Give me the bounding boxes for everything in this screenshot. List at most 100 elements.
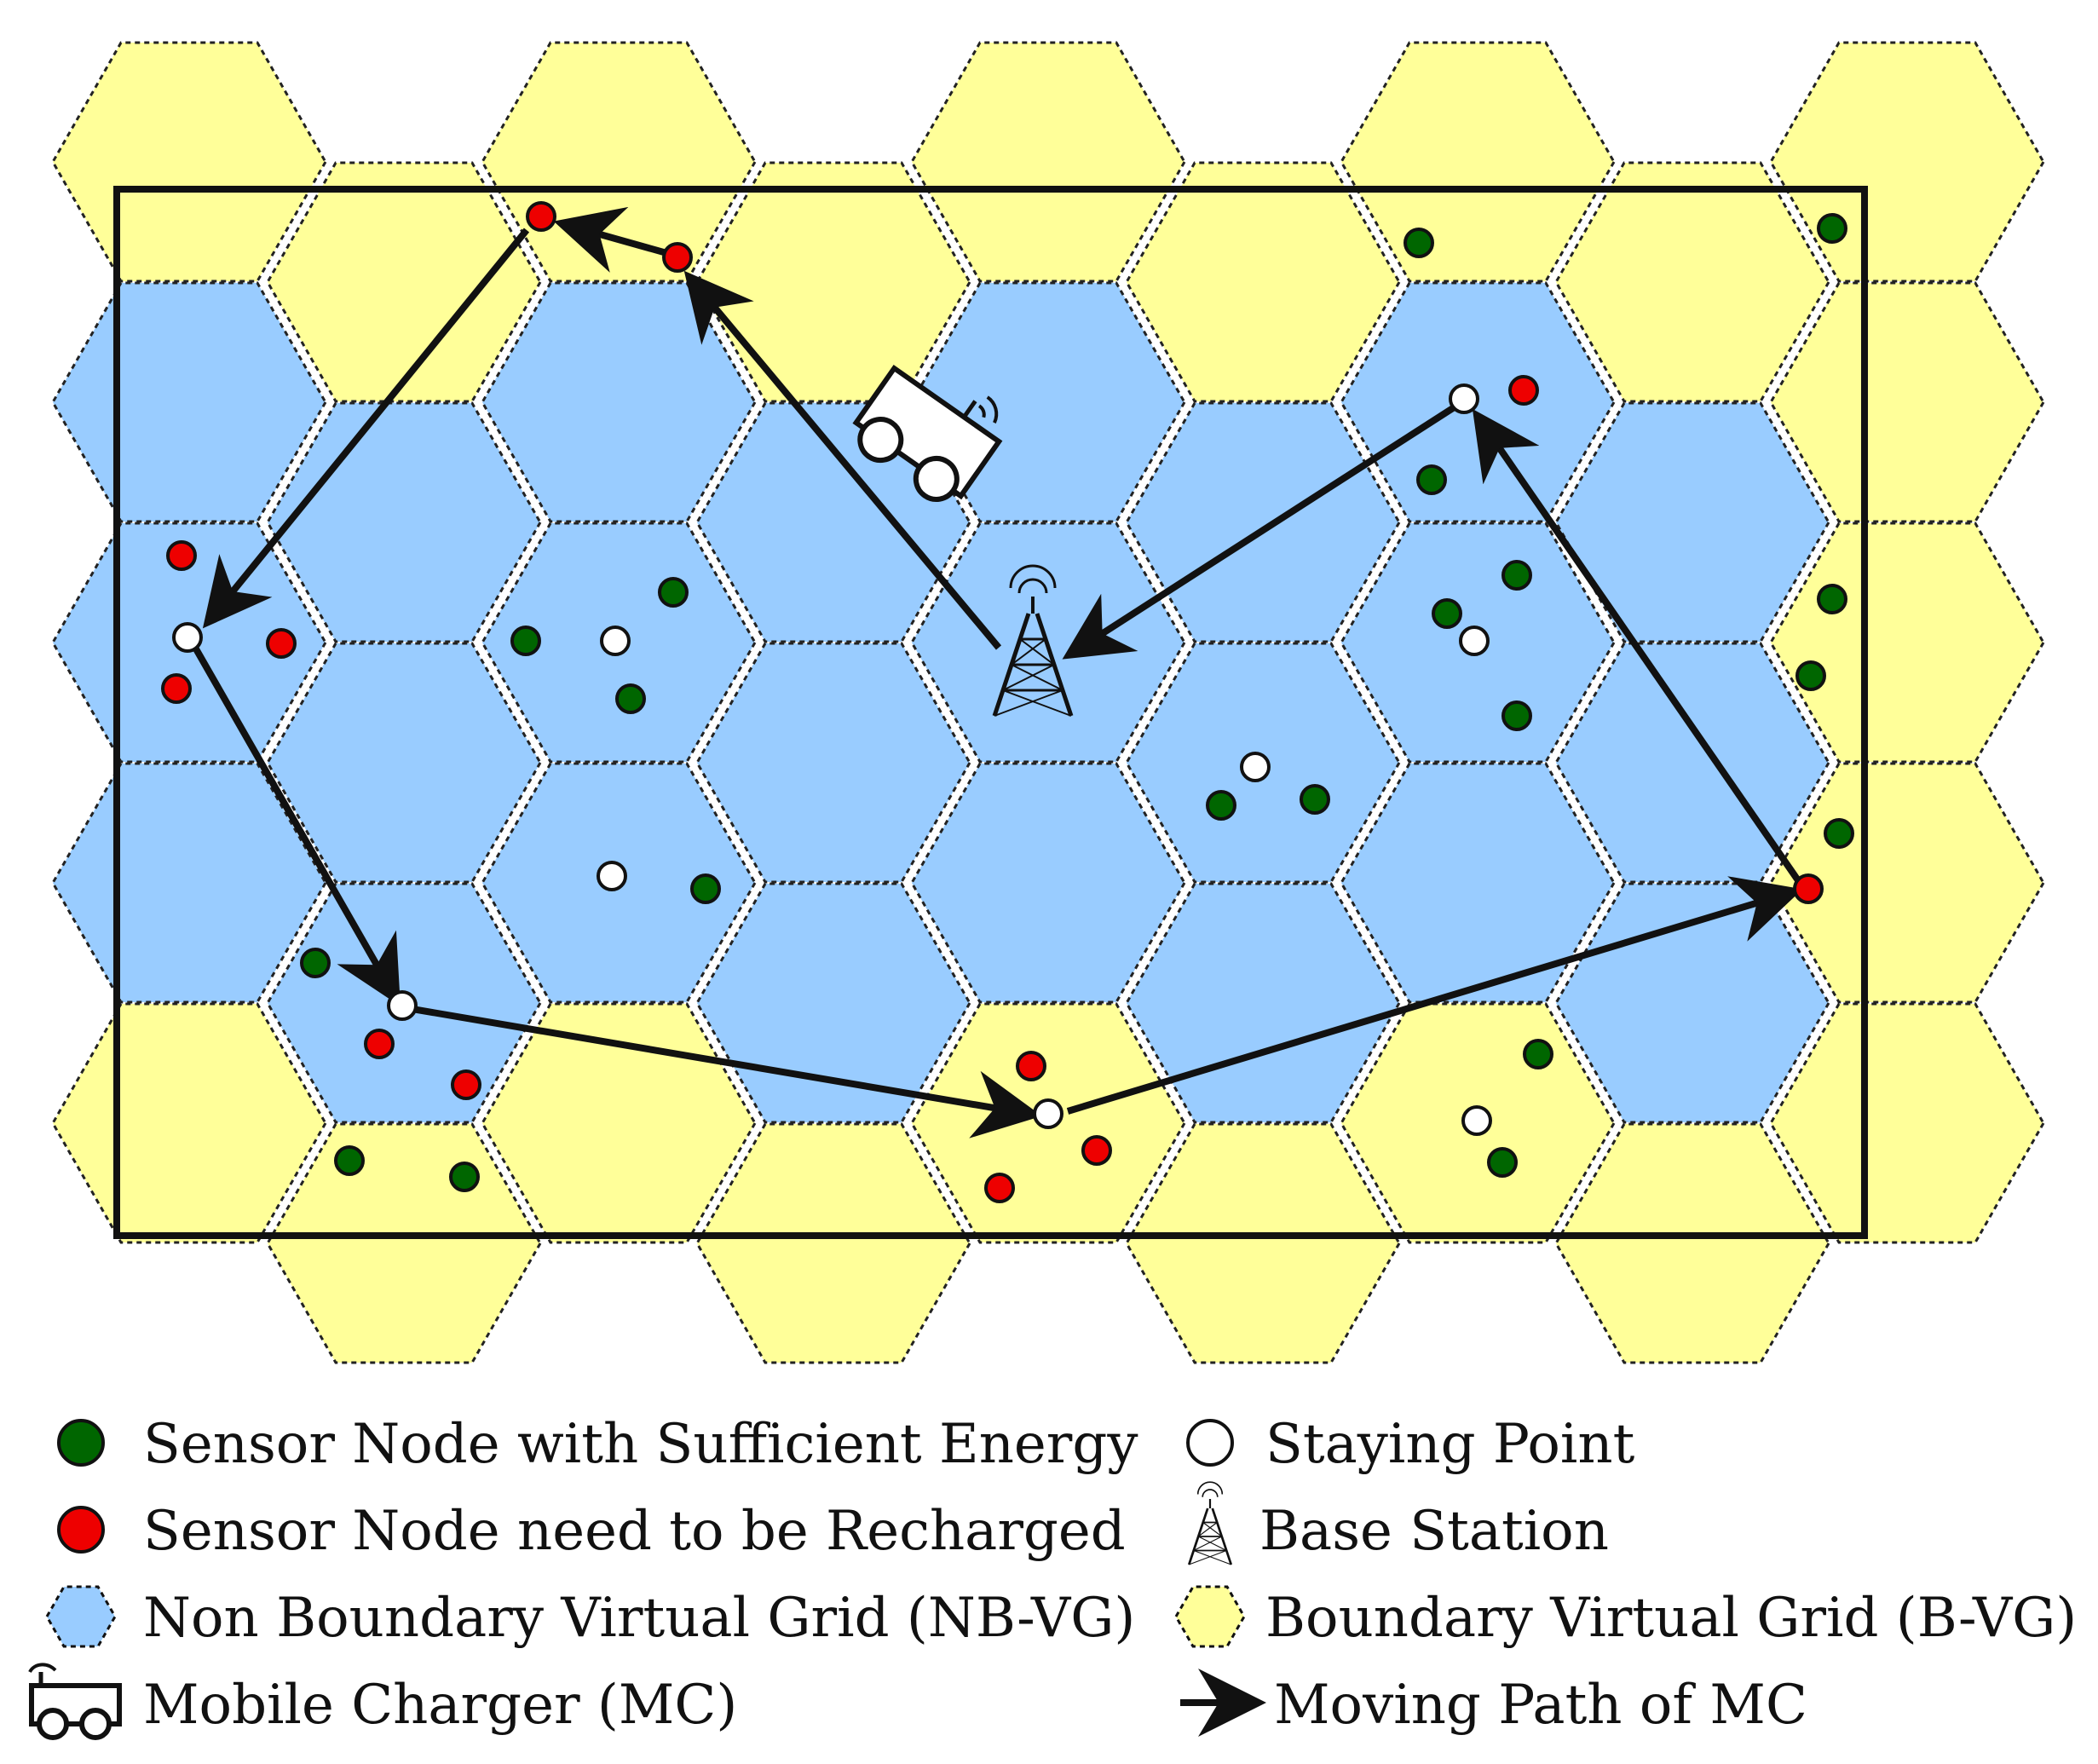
sufficient-energy-node xyxy=(1206,790,1236,821)
sensor-nodes xyxy=(161,201,1854,1203)
boundary-virtual-grid-cell xyxy=(481,41,757,283)
sufficient-energy-node xyxy=(1487,1147,1518,1178)
non-boundary-virtual-grid-cell xyxy=(1554,401,1830,643)
boundary-virtual-grid-cell xyxy=(1769,522,2045,764)
legend: Sensor Node with Sufficient Energy Senso… xyxy=(28,1413,2077,1740)
sufficient-node-icon xyxy=(57,1419,105,1467)
non-boundary-virtual-grid-cell xyxy=(51,762,327,1004)
recharge-needed-node xyxy=(1016,1051,1046,1081)
sufficient-energy-node xyxy=(690,873,721,904)
non-boundary-virtual-grid-cell xyxy=(266,401,542,643)
path-segment xyxy=(191,644,401,1006)
boundary-virtual-grid-cell xyxy=(1769,41,2045,283)
path-segment xyxy=(1062,403,1458,660)
staying-point-icon xyxy=(1186,1419,1234,1467)
legend-need-recharge: Sensor Node need to be Recharged xyxy=(143,1500,1126,1563)
recharge-needed-node xyxy=(161,673,192,704)
staying-point xyxy=(600,625,631,656)
non-boundary-virtual-grid-cell xyxy=(1554,642,1830,884)
non-boundary-virtual-grid-cell xyxy=(1340,762,1616,1004)
non-boundary-virtual-grid-cell xyxy=(695,642,971,884)
path-segment xyxy=(1472,408,1803,885)
charger-moving-path xyxy=(191,206,1803,1139)
sufficient-energy-node xyxy=(1501,700,1532,731)
deployment-area-boundary xyxy=(113,186,1868,1239)
recharge-needed-node xyxy=(1508,375,1539,406)
recharge-needed-node xyxy=(526,201,556,232)
sufficient-energy-node xyxy=(334,1145,365,1176)
non-boundary-virtual-grid-cell xyxy=(695,882,971,1124)
sufficient-energy-node xyxy=(1817,584,1847,614)
recharge-needed-node xyxy=(451,1069,481,1100)
path-segment xyxy=(683,270,1002,650)
path-segment xyxy=(202,228,530,629)
sufficient-energy-node xyxy=(1416,464,1447,495)
sufficient-energy-node xyxy=(300,948,331,978)
boundary-virtual-grid-cell xyxy=(695,161,971,403)
recharge-needed-node xyxy=(984,1173,1015,1203)
sufficient-energy-node xyxy=(615,683,646,714)
boundary-virtual-grid-cell xyxy=(1769,281,2045,523)
staying-point xyxy=(1033,1098,1063,1129)
staying-point xyxy=(597,861,627,891)
boundary-virtual-grid-cell xyxy=(1340,41,1616,283)
recharge-needed-node xyxy=(266,628,297,659)
legend-b-vg: Boundary Virtual Grid (B-VG) xyxy=(1265,1587,2077,1650)
legend-staying-point: Staying Point xyxy=(1265,1413,1635,1476)
non-boundary-virtual-grid-cell xyxy=(481,281,757,523)
boundary-virtual-grid-cell xyxy=(695,1122,971,1364)
boundary-virtual-grid-cell xyxy=(1125,1122,1401,1364)
sufficient-energy-node xyxy=(1432,598,1462,629)
staying-point xyxy=(172,622,203,653)
recharge-needed-node xyxy=(364,1029,395,1059)
recharge-node-icon xyxy=(57,1506,105,1554)
sufficient-energy-node xyxy=(1824,818,1854,849)
non-boundary-virtual-grid-cell xyxy=(1125,882,1401,1124)
sufficient-energy-node xyxy=(1501,560,1532,591)
non-boundary-virtual-grid-cell xyxy=(51,281,327,523)
staying-point xyxy=(1461,1105,1492,1136)
staying-point xyxy=(1240,752,1271,782)
boundary-virtual-grid-cell xyxy=(910,41,1186,283)
boundary-virtual-grid-cell xyxy=(51,41,327,283)
boundary-virtual-grid-cell xyxy=(266,161,542,403)
boundary-virtual-grid-cell xyxy=(1554,1122,1830,1364)
legend-moving-path: Moving Path of MC xyxy=(1274,1674,1807,1737)
legend-base-station-icon xyxy=(1187,1480,1233,1566)
recharge-needed-node xyxy=(1081,1135,1112,1166)
sufficient-energy-node xyxy=(1817,213,1847,244)
recharge-needed-node xyxy=(662,242,693,273)
non-boundary-virtual-grid-cell xyxy=(910,762,1186,1004)
staying-point xyxy=(1459,625,1490,656)
legend-mobile-charger: Mobile Charger (MC) xyxy=(143,1674,737,1737)
boundary-virtual-grid-cell xyxy=(1125,161,1401,403)
legend-nb-vg: Non Boundary Virtual Grid (NB-VG) xyxy=(143,1587,1135,1650)
sufficient-energy-node xyxy=(1795,660,1826,691)
sufficient-energy-node xyxy=(510,625,541,656)
b-vg-icon xyxy=(1174,1585,1246,1648)
legend-sufficient-energy: Sensor Node with Sufficient Energy xyxy=(143,1413,1138,1476)
sufficient-energy-node xyxy=(658,577,689,608)
boundary-virtual-grid-cell xyxy=(51,1002,327,1244)
nb-vg-icon xyxy=(45,1585,117,1648)
path-segment xyxy=(553,206,677,273)
boundary-virtual-grid-cell xyxy=(481,1002,757,1244)
non-boundary-virtual-grid-cell xyxy=(266,642,542,884)
legend-charger-icon xyxy=(28,1663,122,1740)
boundary-virtual-grid-cell xyxy=(1769,1002,2045,1244)
sufficient-energy-node xyxy=(1523,1039,1553,1069)
sufficient-energy-node xyxy=(449,1162,480,1192)
boundary-virtual-grid-cell xyxy=(266,1122,542,1364)
boundary-virtual-grid-cell xyxy=(1554,161,1830,403)
legend-base-station: Base Station xyxy=(1259,1500,1609,1563)
path-segment xyxy=(401,1004,1042,1139)
sufficient-energy-node xyxy=(1300,784,1330,815)
recharge-needed-node xyxy=(1793,873,1824,904)
recharge-needed-node xyxy=(166,540,197,571)
non-boundary-virtual-grid-cell xyxy=(1125,401,1401,643)
staying-point xyxy=(387,990,418,1021)
sufficient-energy-node xyxy=(1403,228,1434,258)
path-segment xyxy=(1066,876,1803,1115)
staying-point xyxy=(1449,383,1479,414)
